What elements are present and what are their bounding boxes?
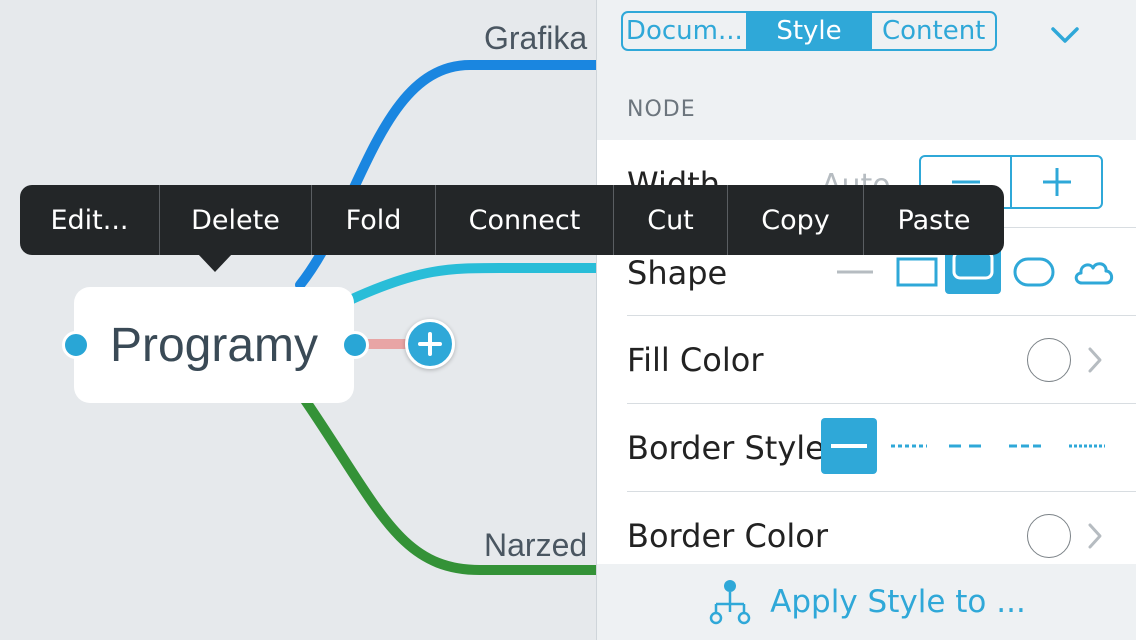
- menu-item-copy[interactable]: Copy: [728, 185, 864, 255]
- border-color-swatch[interactable]: [1027, 514, 1071, 558]
- fill-color-label: Fill Color: [627, 340, 764, 379]
- width-increase-button[interactable]: [1012, 157, 1101, 207]
- cloud-shape-icon: [1074, 262, 1114, 285]
- context-menu: Edit... Delete Fold Connect Cut Copy Pas…: [20, 185, 1004, 255]
- branch-label-narzed[interactable]: Narzed: [484, 527, 588, 563]
- fill-color-row[interactable]: Fill Color: [627, 316, 1136, 404]
- border-style-option-short-dash[interactable]: [1007, 428, 1047, 464]
- plus-icon: [1042, 168, 1071, 196]
- dotted-line-icon: [891, 444, 927, 448]
- dense-dot-line-icon: [1069, 444, 1105, 448]
- tab-style[interactable]: Style: [747, 13, 873, 49]
- shape-option-cloud[interactable]: [1071, 252, 1117, 292]
- border-color-row[interactable]: Border Color: [627, 492, 1136, 580]
- border-style-option-dotted[interactable]: [889, 428, 929, 464]
- central-node-label: Programy: [109, 318, 319, 372]
- fill-color-swatch[interactable]: [1027, 338, 1071, 382]
- border-style-label: Border Style: [627, 428, 825, 467]
- chevron-right-icon: [1088, 347, 1102, 373]
- width-stepper: [919, 155, 1103, 209]
- rectangle-shape-icon: [896, 257, 938, 287]
- border-style-row: Border Style: [627, 404, 1136, 492]
- menu-item-connect[interactable]: Connect: [436, 185, 614, 255]
- right-handle[interactable]: [341, 331, 369, 359]
- menu-item-cut[interactable]: Cut: [614, 185, 728, 255]
- solid-line-icon: [831, 444, 867, 448]
- line-shape-icon: [837, 270, 873, 274]
- plus-icon: [418, 332, 442, 356]
- branch-bottom: [300, 395, 605, 575]
- shape-option-pill[interactable]: [1011, 252, 1057, 292]
- menu-item-fold[interactable]: Fold: [312, 185, 436, 255]
- pill-shape-icon: [1013, 257, 1055, 287]
- apply-style-label: Apply Style to ...: [770, 584, 1026, 620]
- minus-icon: [951, 180, 980, 184]
- border-style-option-dense-dot[interactable]: [1067, 428, 1107, 464]
- style-panel: Docum... Style Content NODE Width Auto S…: [596, 0, 1136, 640]
- context-menu-pointer: [198, 254, 232, 272]
- hierarchy-icon: [709, 580, 751, 625]
- left-handle[interactable]: [62, 331, 90, 359]
- tab-document[interactable]: Docum...: [623, 13, 748, 49]
- shape-option-rectangle[interactable]: [893, 252, 941, 292]
- border-style-option-solid[interactable]: [821, 418, 877, 474]
- menu-item-delete[interactable]: Delete: [160, 185, 312, 255]
- width-decrease-button[interactable]: [921, 157, 1012, 207]
- central-node[interactable]: Programy: [74, 287, 354, 403]
- menu-item-edit[interactable]: Edit...: [20, 185, 160, 255]
- section-title-node: NODE: [627, 97, 696, 122]
- tab-content[interactable]: Content: [881, 16, 986, 46]
- branch-label-grafika[interactable]: Grafika: [484, 20, 588, 56]
- chevron-down-icon[interactable]: [1047, 18, 1083, 50]
- border-color-label: Border Color: [627, 517, 828, 555]
- menu-item-paste[interactable]: Paste: [897, 204, 971, 236]
- shape-option-line[interactable]: [833, 252, 877, 292]
- panel-tabs: Docum... Style Content: [621, 11, 997, 51]
- border-style-option-dashed[interactable]: [947, 428, 987, 464]
- branch-middle: [345, 263, 605, 305]
- chevron-right-icon: [1088, 523, 1102, 549]
- short-dash-line-icon: [1009, 444, 1045, 448]
- dashed-line-icon: [949, 444, 985, 448]
- shape-label: Shape: [627, 254, 728, 292]
- apply-style-button[interactable]: Apply Style to ...: [597, 564, 1136, 640]
- add-node-button[interactable]: [405, 319, 455, 369]
